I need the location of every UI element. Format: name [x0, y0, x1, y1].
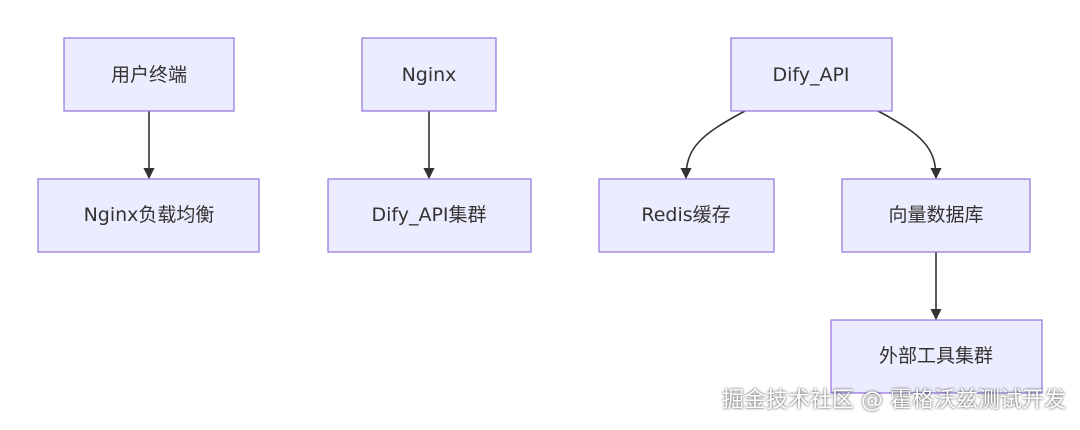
node-external-tools-cluster-label: 外部工具集群 [879, 345, 993, 367]
node-vector-db[interactable]: 向量数据库 [841, 178, 1031, 253]
node-dify-api-cluster[interactable]: Dify_API集群 [327, 178, 532, 253]
node-redis-cache[interactable]: Redis缓存 [598, 178, 775, 253]
node-nginx-lb[interactable]: Nginx负载均衡 [37, 178, 260, 253]
node-nginx[interactable]: Nginx [361, 37, 497, 112]
node-user-terminal-label: 用户终端 [111, 64, 187, 86]
watermark-text: 掘金技术社区 @ 霍格沃兹测试开发 [722, 388, 1066, 413]
node-dify-api-label: Dify_API [772, 64, 849, 86]
edge-dify-api-to-redis-cache [680, 110, 746, 180]
node-user-terminal[interactable]: 用户终端 [63, 37, 235, 112]
node-external-tools-cluster[interactable]: 外部工具集群 [830, 319, 1043, 394]
node-dify-api[interactable]: Dify_API [730, 37, 893, 112]
node-redis-cache-label: Redis缓存 [641, 204, 730, 226]
node-vector-db-label: 向量数据库 [888, 204, 983, 226]
node-dify-api-cluster-label: Dify_API集群 [371, 204, 486, 226]
node-nginx-lb-label: Nginx负载均衡 [84, 204, 215, 226]
node-nginx-label: Nginx [402, 64, 457, 86]
edge-dify-api-to-vector-db [877, 110, 942, 180]
